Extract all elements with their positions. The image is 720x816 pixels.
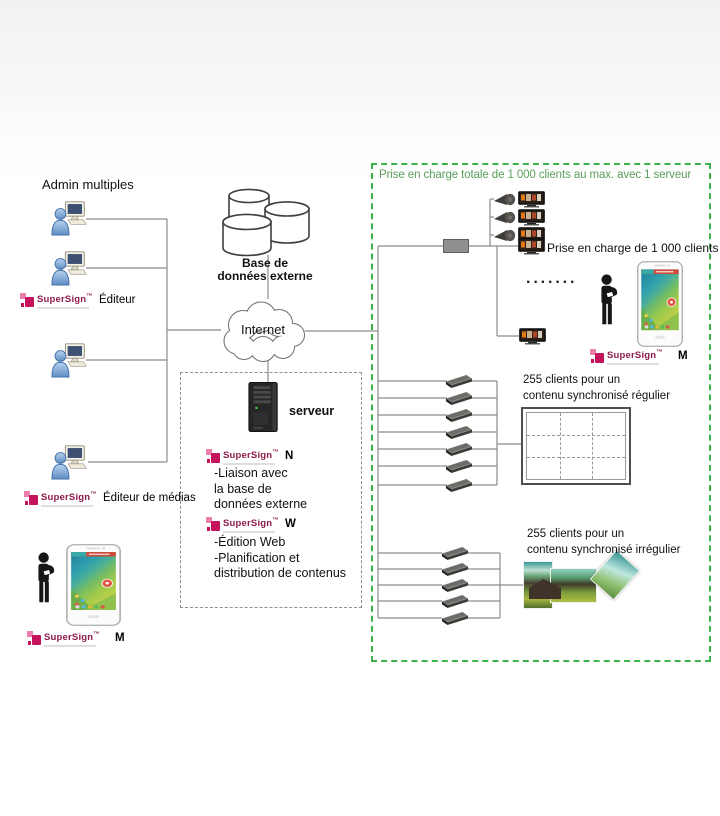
irregular-sync-caption: 255 clients pour un contenu synchronisé … <box>527 528 681 556</box>
internet-label: Internet <box>240 322 286 337</box>
supersign-icon <box>590 349 604 364</box>
media-player-icon <box>445 424 473 440</box>
supersign-icon <box>24 491 38 506</box>
supersign-icon <box>20 293 34 308</box>
dongle-icon <box>494 193 516 206</box>
admin-user-icon <box>51 342 87 378</box>
display-icon <box>518 191 545 208</box>
supersign-n-features: -Liaison avec la base de données externe <box>214 466 308 511</box>
supersign-suffix: N <box>285 450 294 463</box>
capacity-dashed-box <box>371 163 711 662</box>
supersign-suffix: M <box>678 350 688 363</box>
display-icon <box>518 238 545 255</box>
supersign-editor-logo: SuperSign™ Éditeur <box>20 292 135 309</box>
media-player-icon <box>445 458 473 474</box>
smartphone-icon <box>66 544 121 626</box>
display-icon <box>519 328 546 345</box>
regular-sync-caption: 255 clients pour un contenu synchronisé … <box>523 374 671 402</box>
supersign-icon <box>27 631 41 646</box>
supersign-m-logo: SuperSign™ M <box>27 630 125 647</box>
supersign-brand: SuperSign™ <box>607 348 663 365</box>
supersign-m-logo: SuperSign™ M <box>590 348 688 365</box>
media-player-icon <box>441 561 469 577</box>
media-player-icon <box>441 577 469 593</box>
supersign-w-logo: SuperSign™ W <box>206 516 296 533</box>
admin-user-icon <box>51 444 87 480</box>
supersign-n-logo: SuperSign™ N <box>206 448 293 465</box>
video-wall-regular <box>521 407 631 485</box>
supersign-brand: SuperSign™ <box>44 630 100 647</box>
database-icon <box>222 188 310 257</box>
supersign-media-editor-logo: SuperSign™ Éditeur de médias <box>24 490 196 507</box>
video-wall-irregular <box>519 549 641 611</box>
media-player-icon <box>441 545 469 561</box>
supersign-icon <box>206 517 220 532</box>
media-player-icon <box>445 390 473 406</box>
dongle-icon <box>494 229 516 242</box>
display-icon <box>518 209 545 226</box>
capacity-title: Prise en charge totale de 1 000 clients … <box>379 169 692 181</box>
admin-user-icon <box>51 250 87 286</box>
supersign-brand: SuperSign™ <box>41 490 97 507</box>
media-player-icon <box>445 441 473 457</box>
database-label: Base de données externe <box>217 256 313 283</box>
server-label: serveur <box>289 404 335 418</box>
supersign-icon <box>206 449 220 464</box>
server-icon <box>247 381 281 433</box>
supersign-brand: SuperSign™ <box>223 516 279 533</box>
smartphone-icon <box>637 261 683 347</box>
media-player-icon <box>441 593 469 609</box>
admin-multiples-label: Admin multiples <box>42 177 134 192</box>
media-player-icon <box>445 477 473 493</box>
network-switch-icon <box>443 239 469 253</box>
supersign-suffix: M <box>115 632 125 645</box>
supersign-suffix: W <box>285 518 296 531</box>
supersign-suffix: Éditeur de médias <box>103 492 196 505</box>
clients-1000-label: Prise en charge de 1 000 clients <box>547 241 719 255</box>
media-player-icon <box>445 407 473 423</box>
internet-cloud-icon <box>223 301 305 362</box>
media-player-icon <box>445 373 473 389</box>
media-player-icon <box>441 610 469 626</box>
supersign-brand: SuperSign™ <box>223 448 279 465</box>
server-dashed-box <box>180 372 362 608</box>
person-icon <box>31 552 58 604</box>
dongle-icon <box>494 211 516 224</box>
supersign-suffix: Éditeur <box>99 294 136 307</box>
supersign-w-features: -Édition Web -Planification et distribut… <box>214 535 347 580</box>
admin-user-icon <box>51 200 87 236</box>
person-icon <box>593 274 622 326</box>
supersign-brand: SuperSign™ <box>37 292 93 309</box>
ellipsis-dots: ······· <box>526 274 578 291</box>
